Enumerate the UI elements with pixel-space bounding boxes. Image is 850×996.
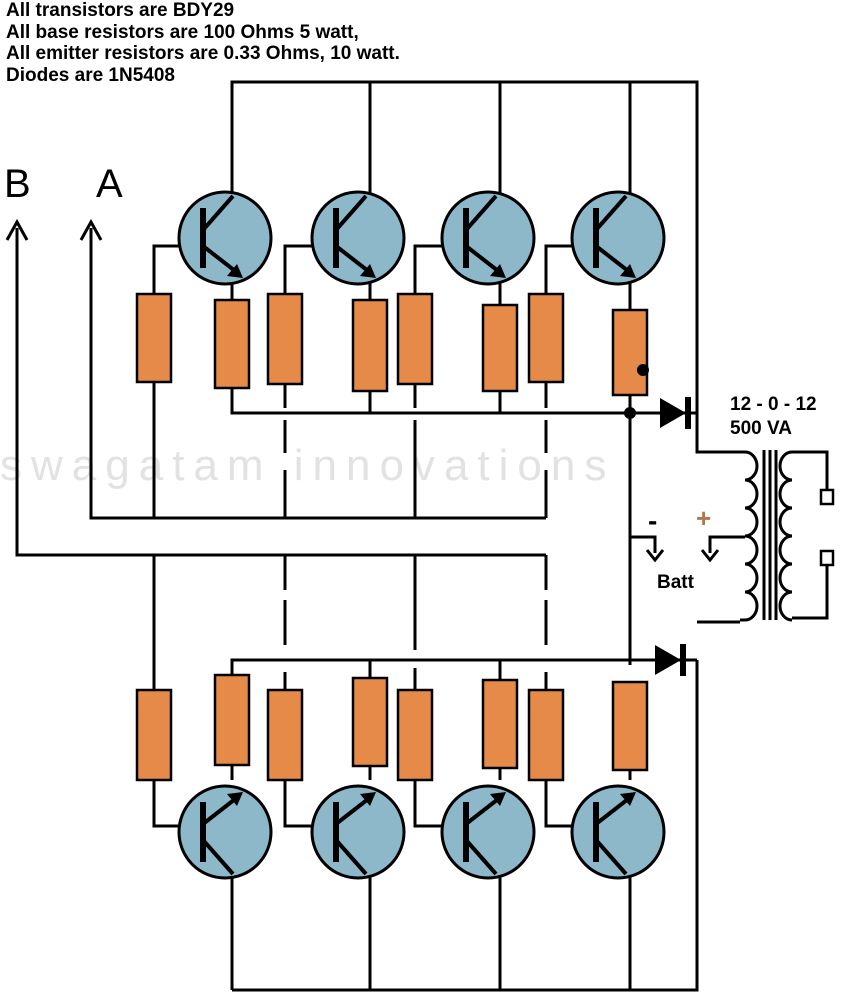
npn-transistor-icon — [179, 786, 271, 878]
emitter-resistor — [351, 298, 389, 393]
base-resistor — [266, 688, 304, 782]
resistor-array — [135, 292, 649, 782]
base-resistor — [527, 292, 565, 384]
base-resistor — [396, 292, 434, 386]
note-transistors: All transistors are BDY29 — [6, 0, 235, 21]
npn-transistor-icon — [442, 192, 534, 284]
npn-transistor-icon — [179, 192, 271, 284]
watermark-text: swagatam innovations — [0, 441, 615, 490]
arrow-up-icon — [5, 218, 29, 241]
wiring — [15, 80, 829, 992]
npn-transistor-icon — [572, 786, 664, 878]
emitter-resistor — [213, 298, 251, 390]
emitter-resistor — [481, 303, 519, 393]
diode-bottom-icon — [630, 644, 697, 676]
emitter-resistor — [351, 676, 389, 768]
arrow-down-icon — [645, 549, 665, 563]
output-terminal — [819, 488, 835, 506]
battery-label: Batt — [657, 572, 695, 593]
transformer-rating-label: 12 - 0 - 12 — [730, 394, 817, 415]
junction-dot — [637, 364, 649, 376]
output-a-label: A — [96, 162, 123, 206]
emitter-resistor — [611, 680, 649, 772]
emitter-resistor — [481, 678, 519, 770]
note-base-resistors: All base resistors are 100 Ohms 5 watt, — [6, 21, 359, 43]
battery-positive-sign: + — [696, 503, 711, 533]
arrow-down-icon — [700, 549, 720, 563]
battery-negative-sign: - — [648, 505, 657, 536]
note-diodes: Diodes are 1N5408 — [6, 64, 175, 86]
emitter-resistor — [611, 308, 649, 397]
note-emitter-resistors: All emitter resistors are 0.33 Ohms, 10 … — [6, 43, 400, 64]
transistor-bank-top — [179, 192, 664, 284]
transformer-icon — [740, 450, 835, 622]
output-b-label: B — [4, 162, 31, 206]
output-arrows — [5, 218, 103, 241]
emitter-resistor — [213, 673, 251, 767]
base-resistor — [266, 292, 304, 386]
npn-transistor-icon — [312, 786, 404, 878]
diode-top-icon — [630, 397, 697, 429]
npn-transistor-icon — [572, 192, 664, 284]
base-resistor — [135, 688, 173, 782]
base-resistor — [396, 688, 434, 782]
output-terminal — [819, 549, 835, 567]
npn-transistor-icon — [442, 786, 534, 878]
base-resistor — [135, 292, 173, 384]
base-resistor — [527, 688, 565, 782]
npn-transistor-icon — [312, 192, 404, 284]
battery-arrows — [645, 549, 720, 563]
arrow-up-icon — [79, 218, 103, 241]
transistor-bank-bottom — [179, 786, 664, 878]
component-notes: All transistors are BDY29 All base resis… — [6, 0, 400, 86]
transformer-power-label: 500 VA — [730, 418, 792, 439]
